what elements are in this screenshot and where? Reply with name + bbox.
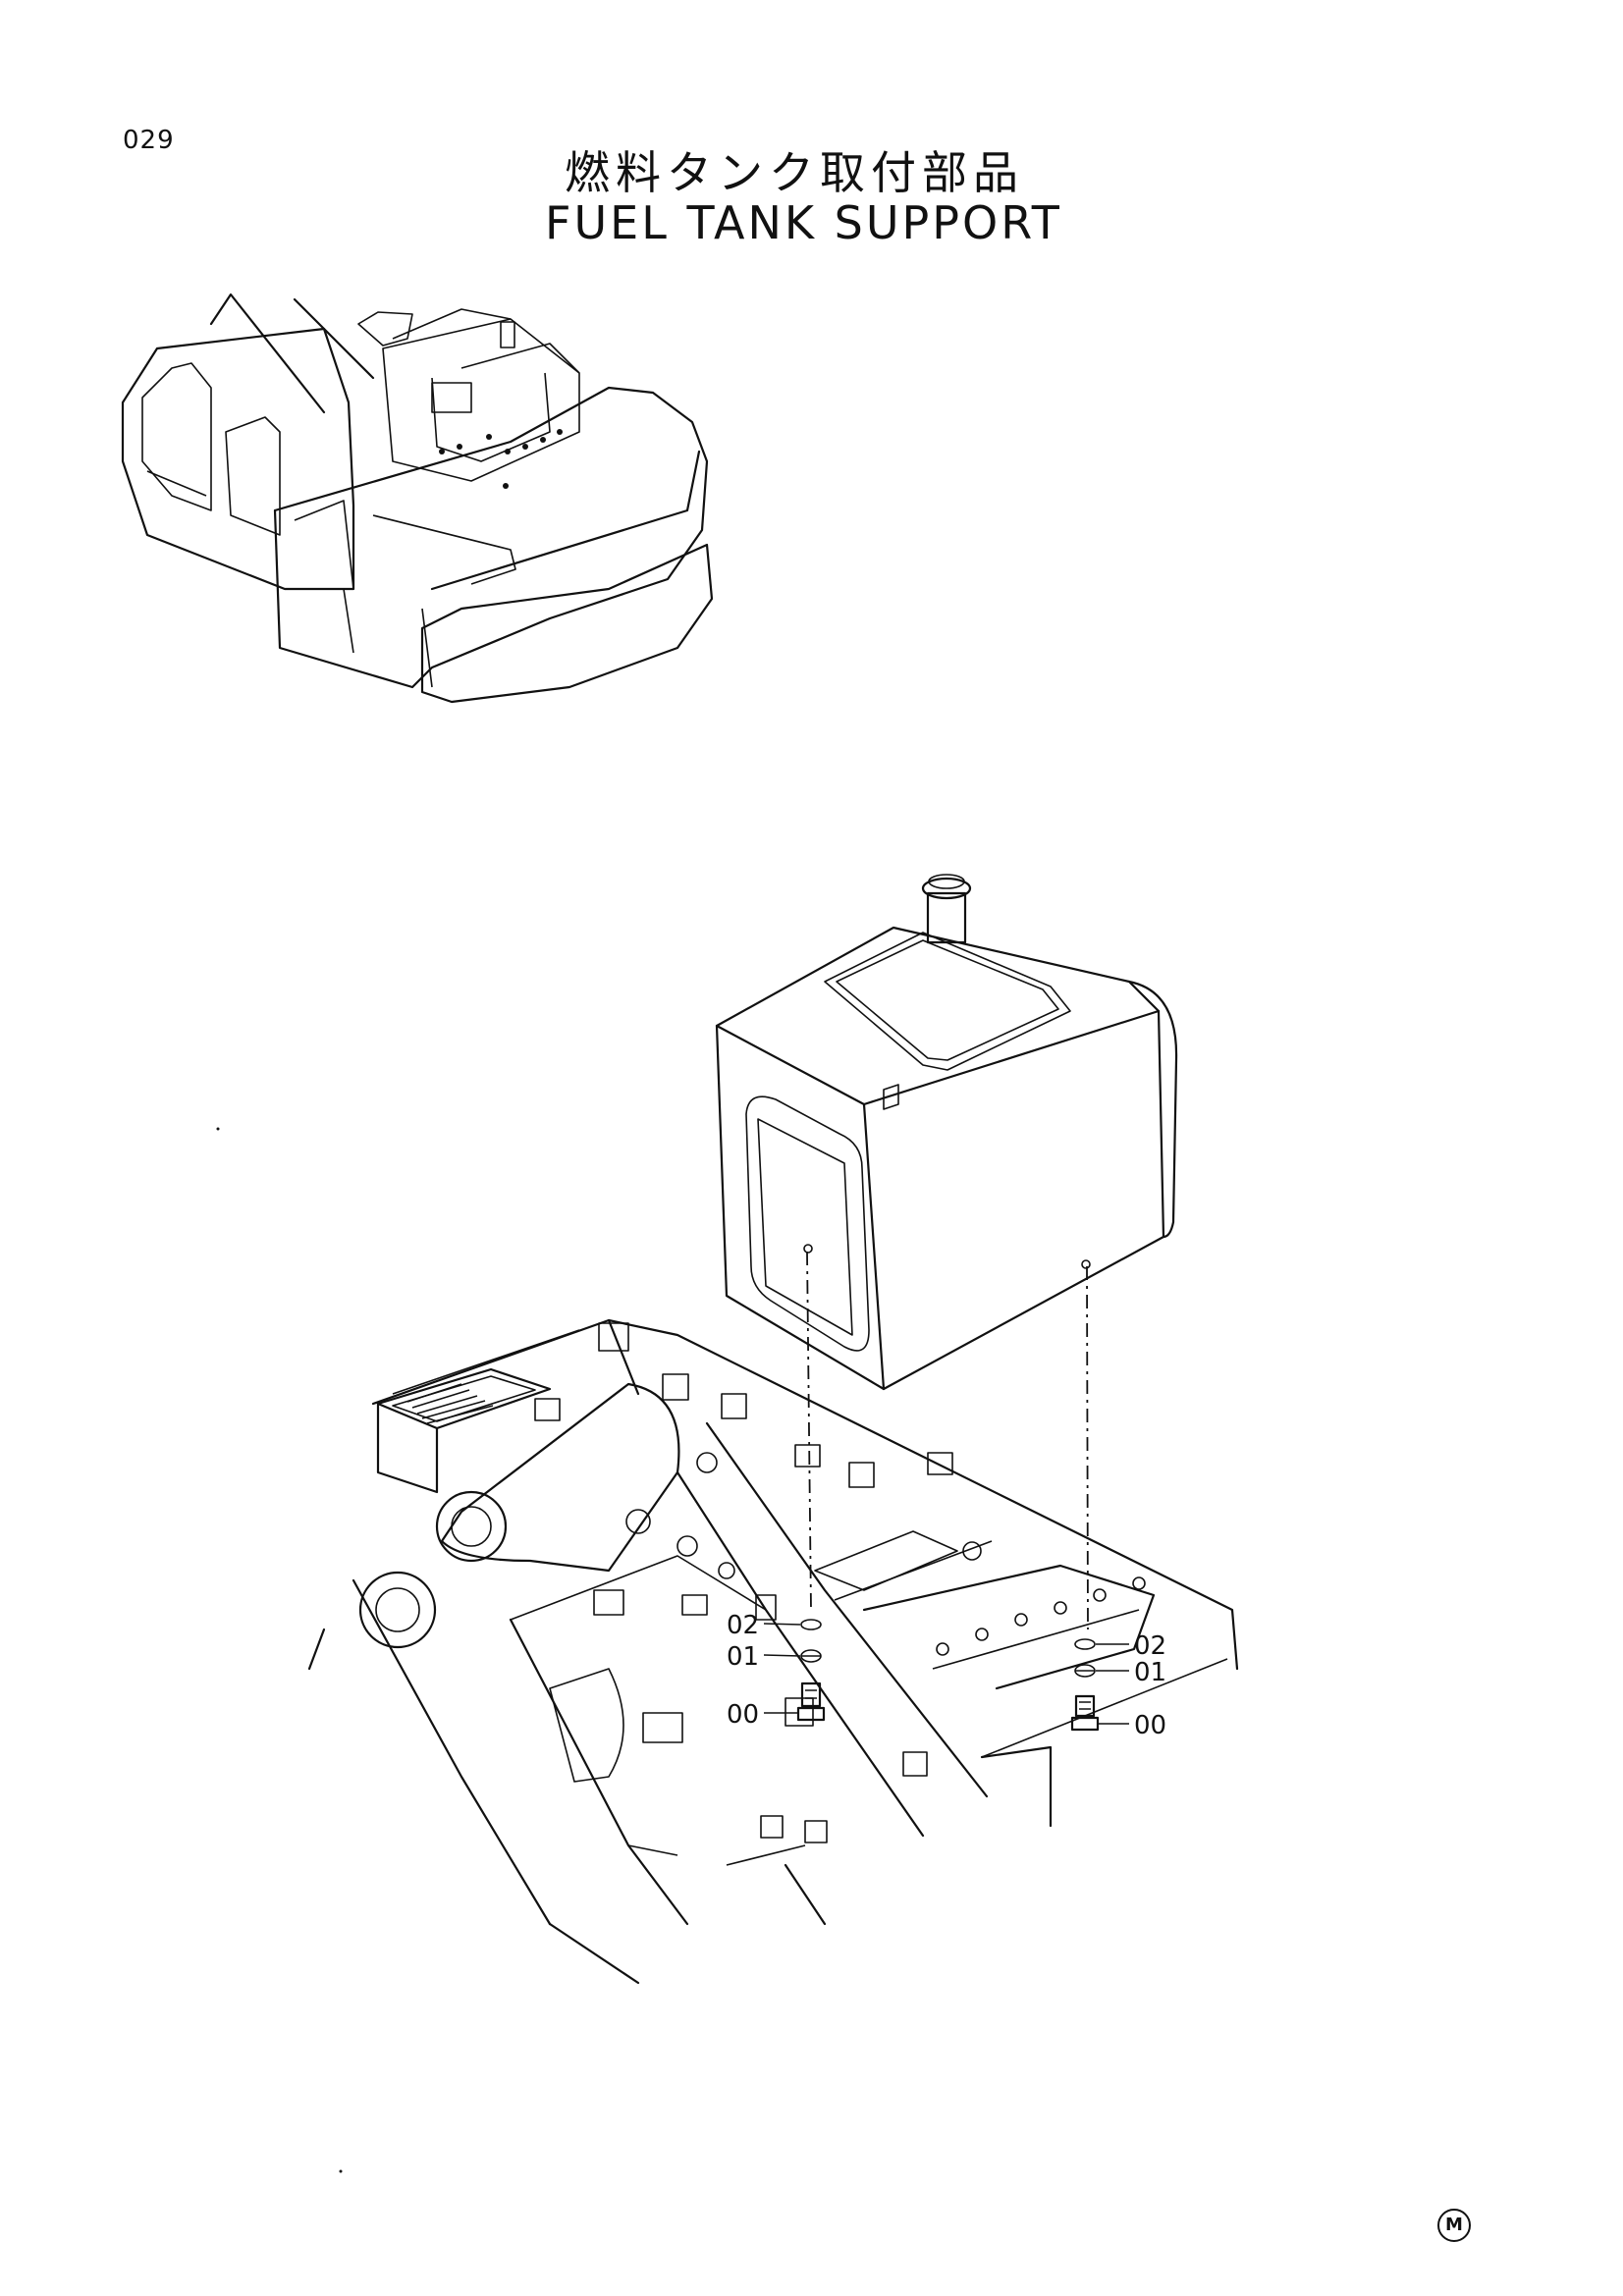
callout-right-02: 02 [1134,1631,1166,1661]
callout-left-00: 00 [727,1700,759,1730]
page-number: 029 [123,126,175,155]
overview-bolt-markers [439,429,563,489]
callout-left-02: 02 [727,1611,759,1640]
right-fastener-stack [1070,1638,1100,1732]
callouts-right: 02 01 00 [1096,1631,1166,1740]
title-japanese: 燃料タンク取付部品 [565,146,1024,199]
callout-left-01: 01 [727,1642,759,1672]
left-fastener-stack [796,1619,826,1722]
grille-slats [406,1383,494,1424]
fuel-tank-drawing [715,874,1178,1630]
callout-right-01: 01 [1134,1658,1166,1687]
m-mark-icon: M [1437,2209,1471,2242]
excavator-overview-drawing [121,293,714,704]
frame-holes [625,1452,1146,1656]
callouts-left: 02 01 00 [727,1611,801,1730]
upper-frame-drawing [307,1318,1239,1985]
mount-brackets [534,1322,953,1843]
callout-right-00: 00 [1134,1711,1166,1740]
title-english: FUEL TANK SUPPORT [545,196,1062,249]
